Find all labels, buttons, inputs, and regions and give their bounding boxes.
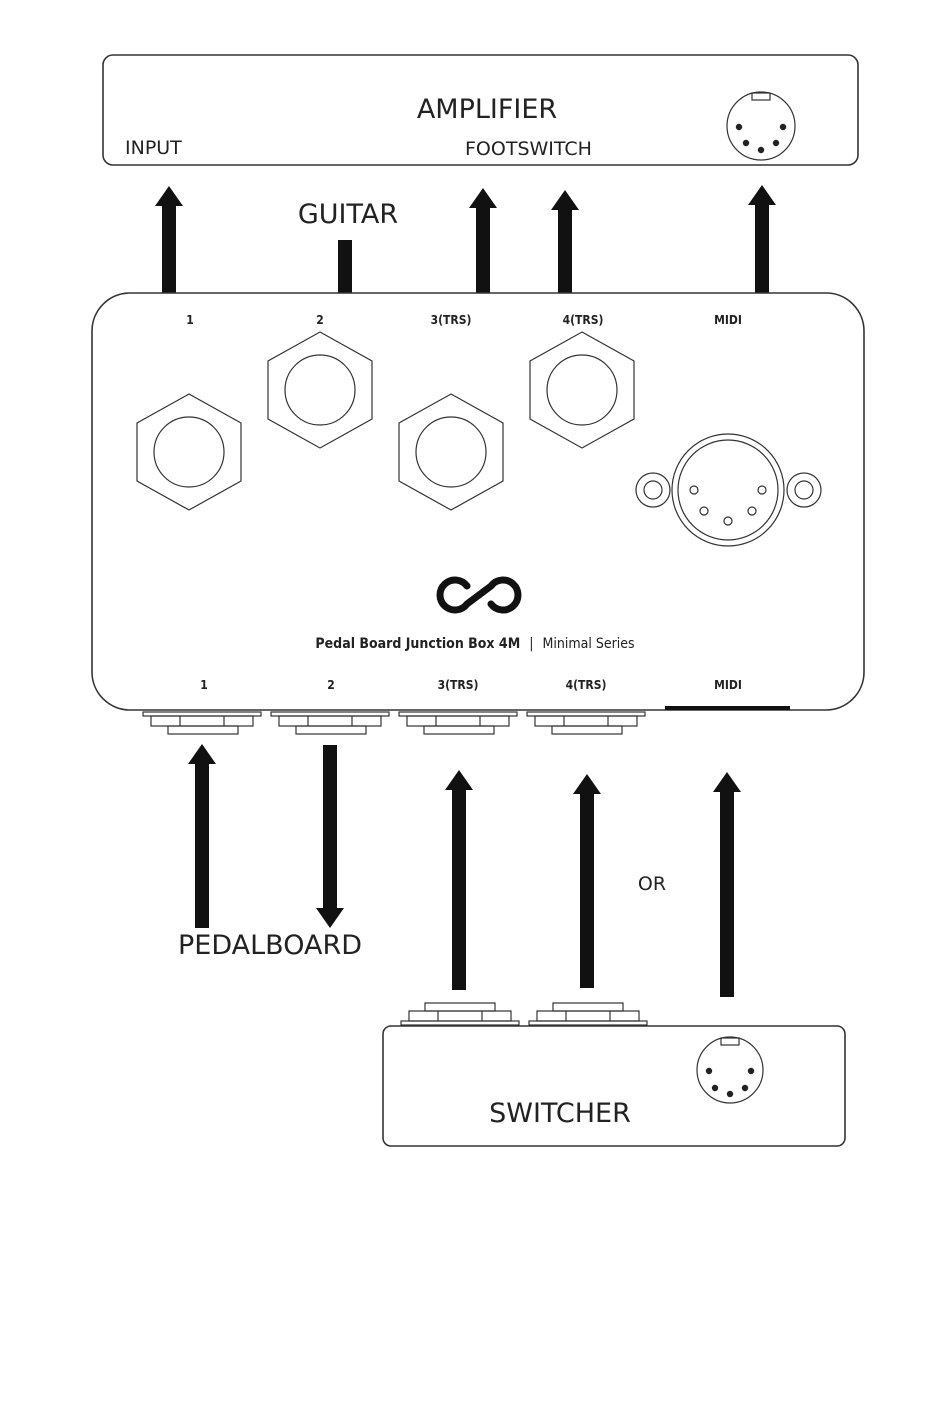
amplifier-title: AMPLIFIER xyxy=(417,94,557,125)
guitar-label: GUITAR xyxy=(298,199,398,230)
top-port-2-label: 2 xyxy=(316,313,324,327)
arrow-switcher-to-port4 xyxy=(573,774,601,988)
amplifier-input-label: INPUT xyxy=(125,137,182,159)
bottom-port-midi-label: MIDI xyxy=(714,678,742,692)
switcher-jack-b-icon xyxy=(529,1003,647,1025)
product-name: Pedal Board Junction Box 4M xyxy=(315,636,520,652)
bottom-jack-2-icon xyxy=(271,712,389,734)
arrow-pedalboard-to-port1 xyxy=(188,744,216,928)
bottom-jack-1-icon xyxy=(143,712,261,734)
amplifier-unit: AMPLIFIER INPUT FOOTSWITCH xyxy=(103,55,858,165)
arrow-port2-to-pedalboard xyxy=(316,745,344,928)
bottom-jack-4-icon xyxy=(527,712,645,734)
amplifier-footswitch-label: FOOTSWITCH xyxy=(465,138,592,160)
bottom-port-2-label: 2 xyxy=(327,678,335,692)
arrow-switcher-to-midi xyxy=(713,772,741,997)
junction-box-unit: 1 2 3(TRS) 4(TRS) MIDI xyxy=(92,293,864,734)
top-port-4-label: 4(TRS) xyxy=(563,313,604,327)
top-port-3-label: 3(TRS) xyxy=(431,313,472,327)
pedalboard-label: PEDALBOARD xyxy=(178,930,362,961)
bottom-port-4-label: 4(TRS) xyxy=(566,678,607,692)
bottom-jack-3-icon xyxy=(399,712,517,734)
top-port-midi-label: MIDI xyxy=(714,313,742,327)
bottom-port-3-label: 3(TRS) xyxy=(438,678,479,692)
switcher-jack-a-icon xyxy=(401,1003,519,1025)
switcher-unit: SWITCHER xyxy=(383,1003,845,1146)
product-separator: | xyxy=(529,636,533,652)
or-label: OR xyxy=(638,873,666,895)
switcher-title: SWITCHER xyxy=(489,1098,631,1129)
arrow-switcher-to-port3 xyxy=(445,770,473,990)
product-series: Minimal Series xyxy=(542,636,634,652)
arrow-port4-to-footswitch xyxy=(551,190,579,304)
top-port-1-label: 1 xyxy=(186,313,194,327)
bottom-midi-socket-bar xyxy=(665,706,790,710)
bottom-port-1-label: 1 xyxy=(200,678,208,692)
product-name-line: Pedal Board Junction Box 4M | Minimal Se… xyxy=(315,636,634,652)
